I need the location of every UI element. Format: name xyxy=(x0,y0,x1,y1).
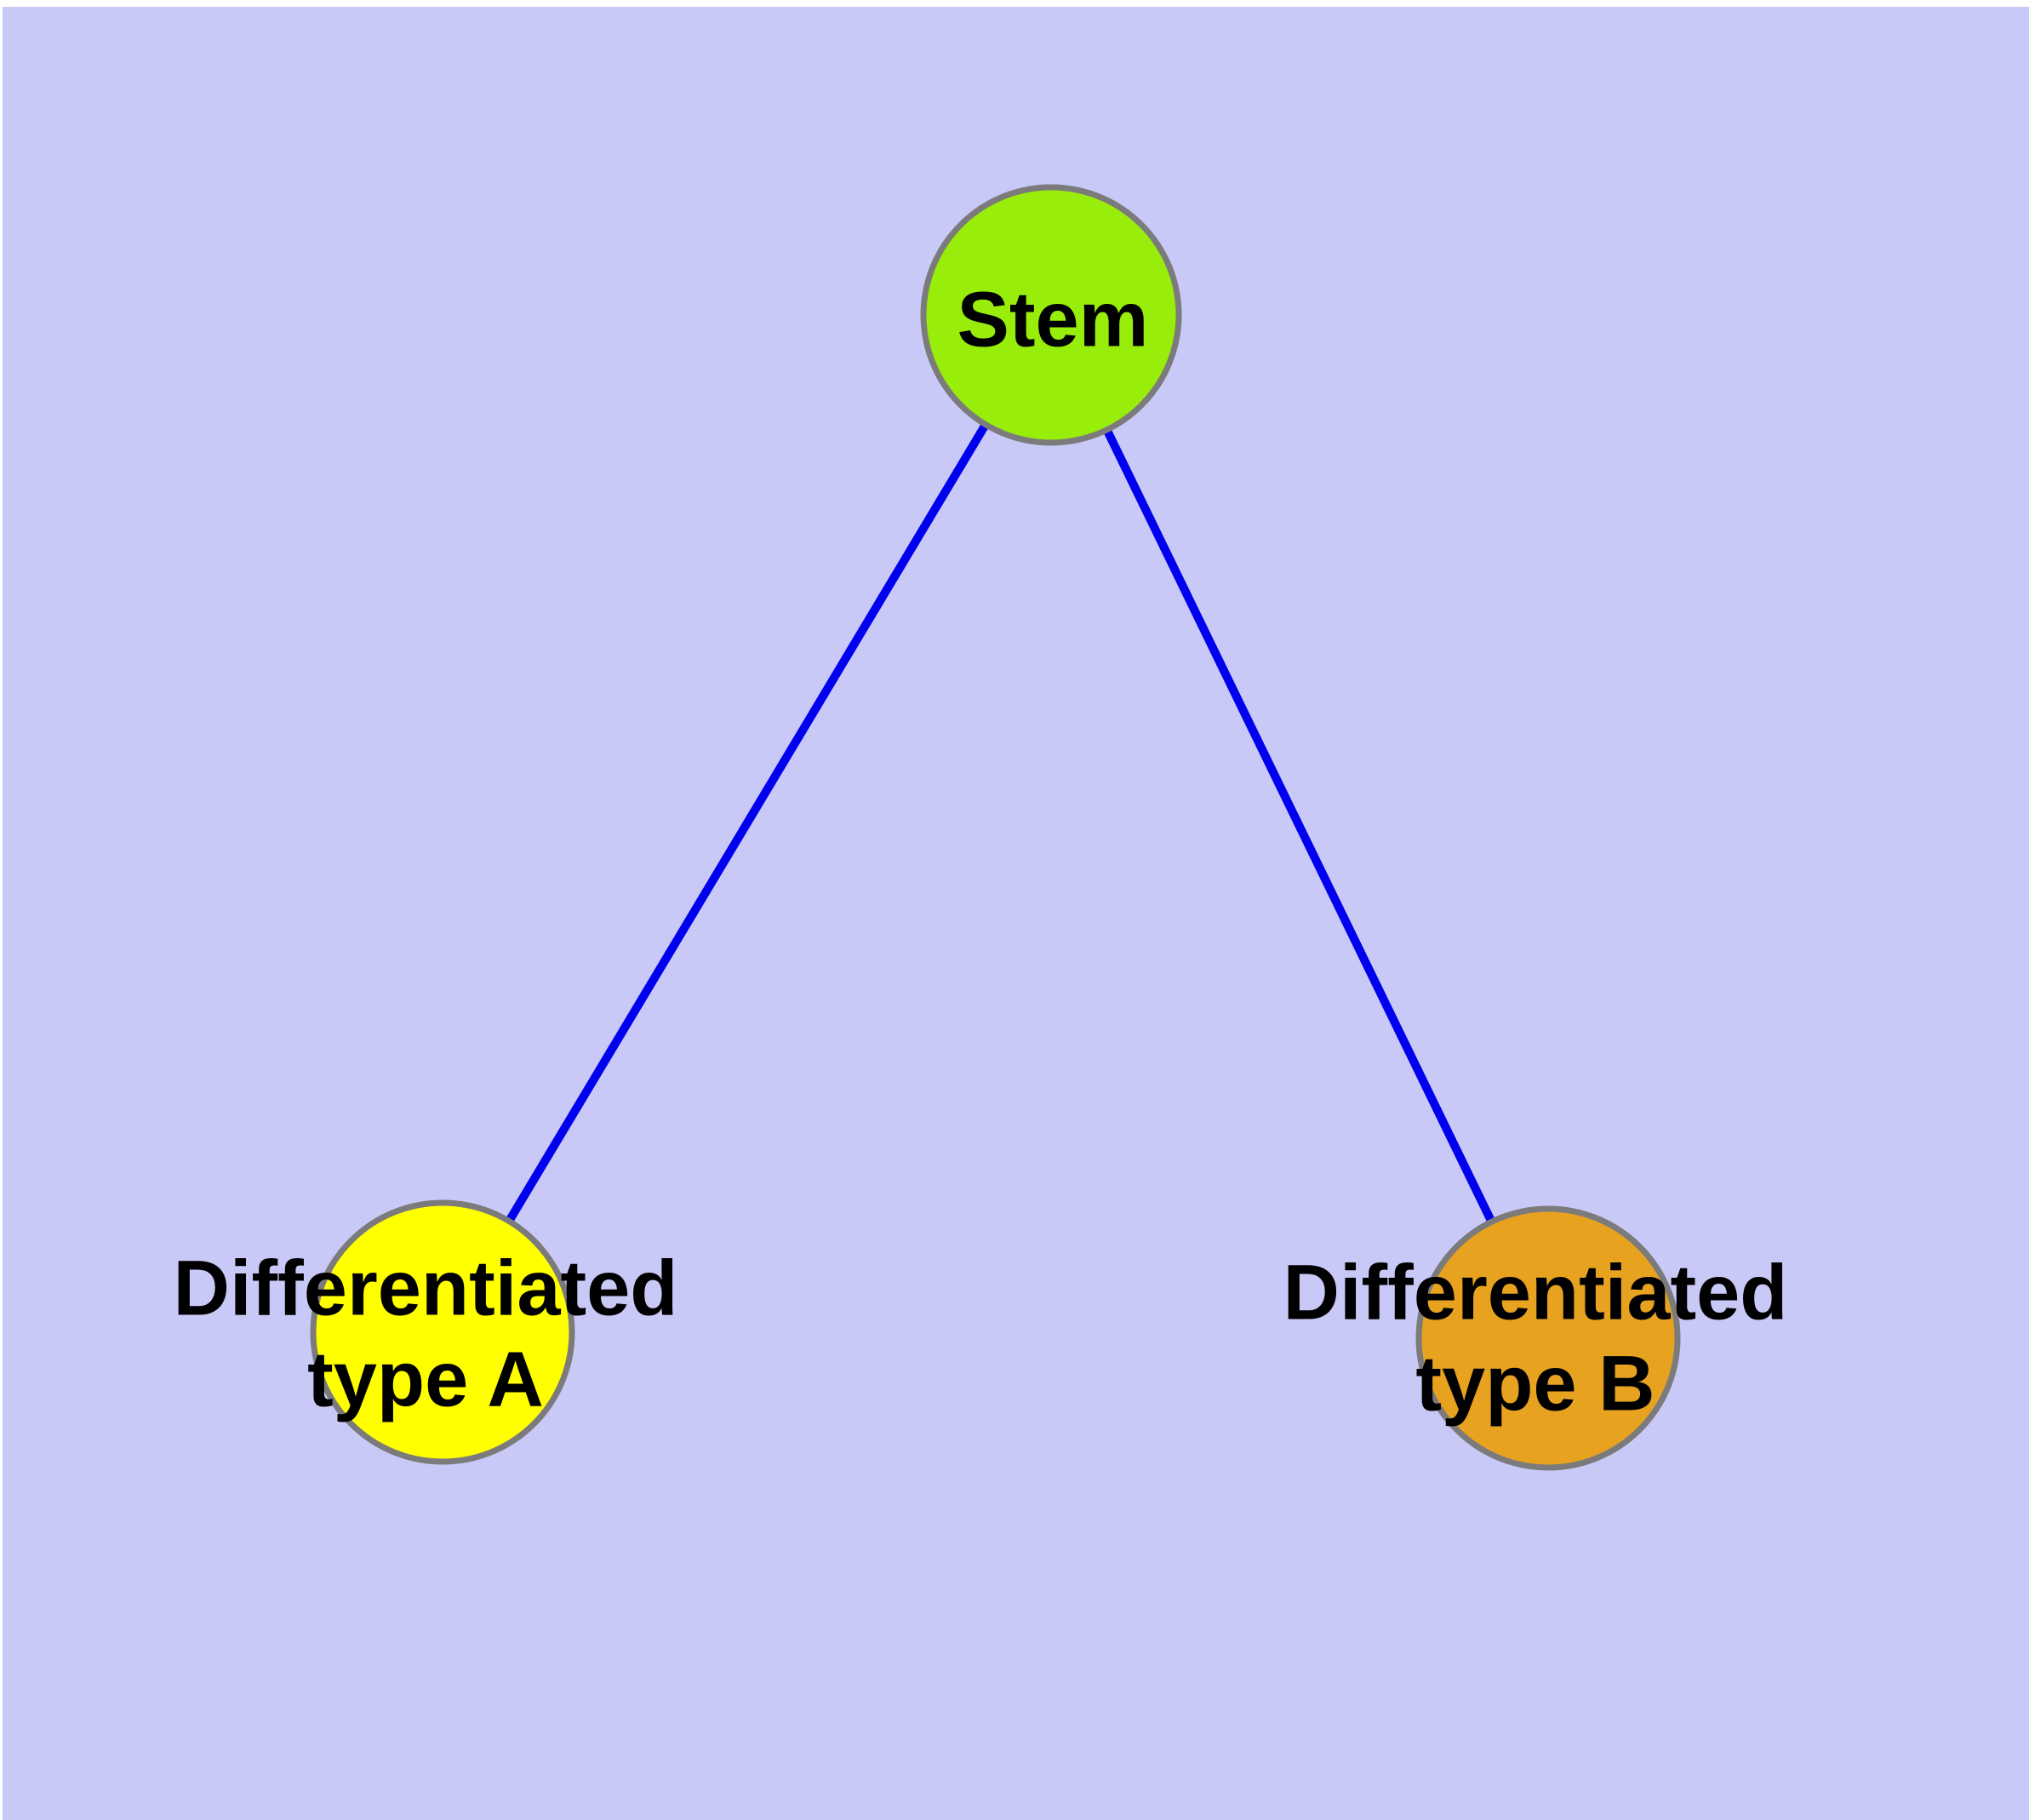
edge-stem-to-type-a xyxy=(438,312,1055,1335)
node-type-a-circle xyxy=(310,1199,575,1465)
node-type-b-circle xyxy=(1415,1205,1681,1471)
node-stem-circle xyxy=(920,184,1182,446)
edge-stem-to-type-b xyxy=(1047,312,1552,1341)
